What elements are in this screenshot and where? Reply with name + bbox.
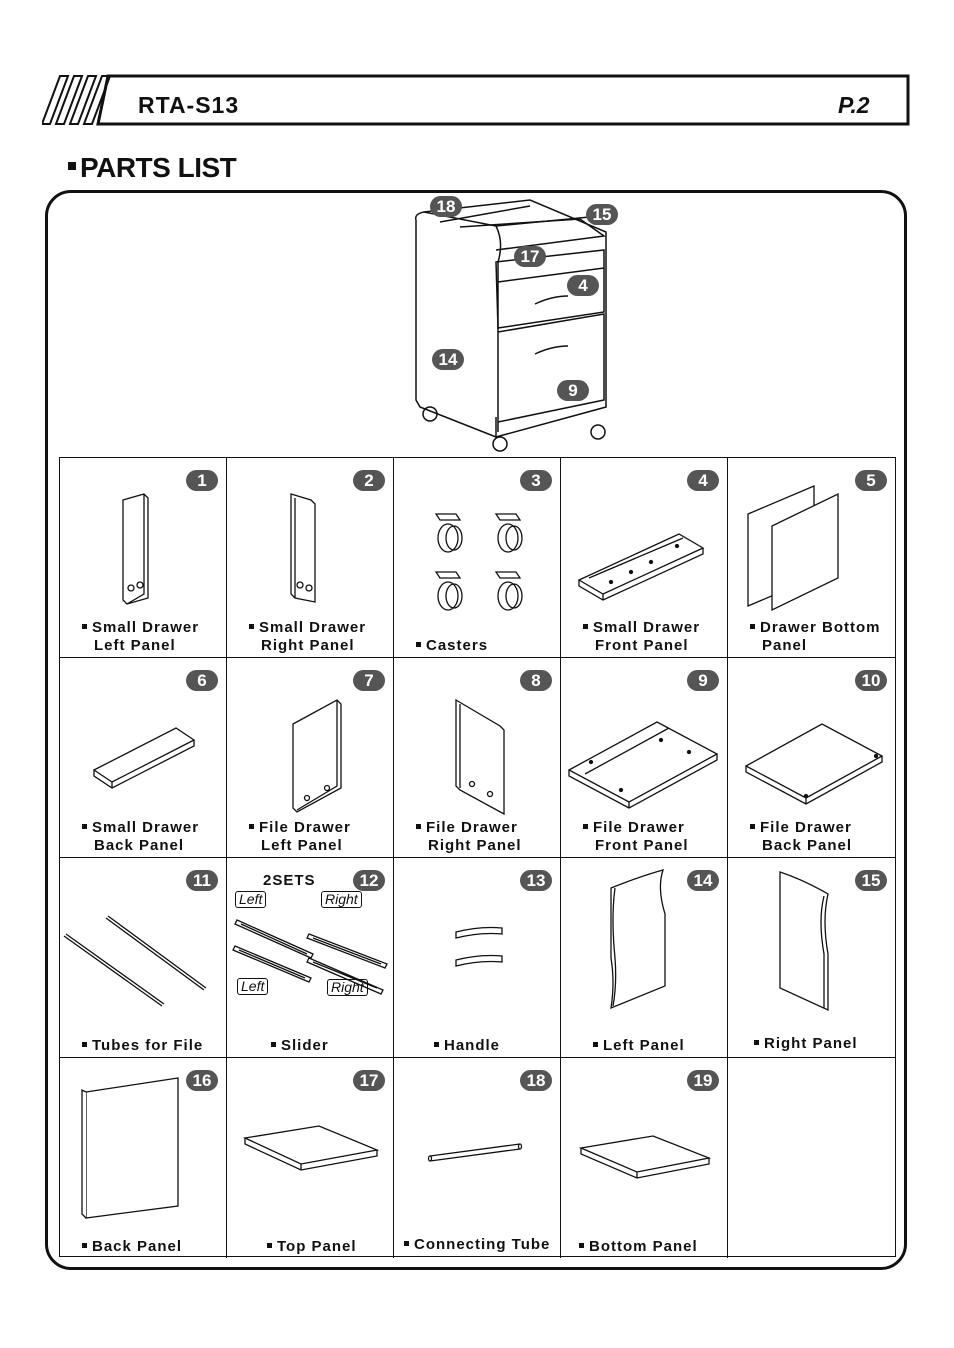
small-drawer-right-panel-drawing	[290, 493, 316, 603]
small-drawer-back-panel-drawing	[92, 727, 196, 789]
hero-badge-18: 18	[430, 196, 462, 217]
right-panel-drawing	[779, 871, 829, 1012]
drawer-bottom-panel-drawing	[747, 485, 839, 612]
part-cell-15: 15 Right Panel	[728, 858, 895, 1058]
hero-badge-14: 14	[432, 349, 464, 370]
part-number-badge: 11	[186, 870, 218, 891]
top-panel-drawing	[242, 1125, 380, 1171]
section-title: PARTS LIST	[68, 152, 237, 184]
header-stripes-graphic	[42, 74, 910, 126]
part-number-badge: 14	[687, 870, 719, 891]
part-number-badge: 17	[353, 1070, 385, 1091]
slider-left-tag: Left	[237, 978, 269, 995]
handles-drawing	[455, 926, 503, 967]
part-number-badge: 12	[353, 870, 385, 891]
part-number-badge: 1	[186, 470, 218, 491]
slider-left-tag: Left	[235, 891, 267, 908]
model-number: RTA-S13	[138, 92, 240, 118]
hero-badge-17: 17	[514, 246, 546, 267]
part-label: Bottom Panel	[579, 1238, 698, 1256]
casters-drawing	[434, 513, 523, 611]
part-cell-18: 18 Connecting Tube	[394, 1058, 561, 1258]
part-label: Casters	[416, 637, 488, 655]
parts-frame	[45, 190, 907, 1270]
tubes-for-file-drawing	[63, 915, 207, 1007]
part-cell-17: 17 Top Panel	[227, 1058, 394, 1258]
part-label: Right Panel	[754, 1035, 858, 1053]
part-number-badge: 15	[855, 870, 887, 891]
part-label: Back Panel	[82, 1238, 182, 1256]
part-number-badge: 7	[353, 670, 385, 691]
slider-right-tag: Right	[327, 979, 368, 996]
part-number-badge: 4	[687, 470, 719, 491]
part-label: Handle	[434, 1037, 500, 1055]
part-cell-11: 11 Tubes for File	[60, 858, 227, 1058]
part-number-badge: 5	[855, 470, 887, 491]
part-number-badge: 9	[687, 670, 719, 691]
bullet-square-icon	[68, 161, 76, 170]
page-number: P.2	[838, 92, 870, 118]
back-panel-drawing	[81, 1077, 179, 1219]
part-number-badge: 6	[186, 670, 218, 691]
header-bar	[42, 74, 910, 128]
part-number-badge: 3	[520, 470, 552, 491]
part-number-badge: 8	[520, 670, 552, 691]
part-label: Connecting Tube	[404, 1236, 550, 1254]
part-number-badge: 2	[353, 470, 385, 491]
part-label: Tubes for File	[82, 1037, 203, 1055]
part-label: Left Panel	[593, 1037, 685, 1055]
hero-badge-15: 15	[586, 204, 618, 225]
left-panel-drawing	[610, 869, 666, 1010]
assembled-cabinet-illustration	[414, 199, 607, 452]
part-number-badge: 13	[520, 870, 552, 891]
bottom-panel-drawing	[578, 1135, 712, 1179]
file-drawer-left-panel-drawing	[292, 699, 342, 813]
part-number-badge: 18	[520, 1070, 552, 1091]
part-cell-14: 14 Left Panel	[561, 858, 728, 1058]
part-label: Slider	[271, 1037, 329, 1055]
part-number-badge: 19	[687, 1070, 719, 1091]
part-number-badge: 16	[186, 1070, 218, 1091]
file-drawer-right-panel-drawing	[455, 698, 505, 816]
part-number-badge: 10	[855, 670, 887, 691]
slider-right-tag: Right	[321, 891, 362, 908]
part-cell-16: 16 Back Panel	[60, 1058, 227, 1258]
part-cell-12: 2SETS Left Right Left Right 12 Slider	[227, 858, 394, 1058]
hero-badge-9: 9	[557, 380, 589, 401]
file-drawer-back-panel-drawing	[744, 723, 884, 805]
empty-cell	[728, 1058, 895, 1258]
file-drawer-front-panel-drawing	[567, 721, 719, 809]
part-cell-19: 19 Bottom Panel	[561, 1058, 728, 1258]
section-title-text: PARTS LIST	[80, 152, 237, 183]
part-cell-3: 3 Casters	[394, 458, 561, 658]
slider-sets-label: 2SETS	[263, 872, 316, 889]
small-drawer-front-panel-drawing	[577, 533, 705, 601]
small-drawer-left-panel-drawing	[122, 493, 149, 605]
part-label: Top Panel	[267, 1238, 357, 1256]
hero-badge-4: 4	[567, 275, 599, 296]
part-cell-13: 13 Handle	[394, 858, 561, 1058]
connecting-tube-drawing	[427, 1143, 523, 1162]
